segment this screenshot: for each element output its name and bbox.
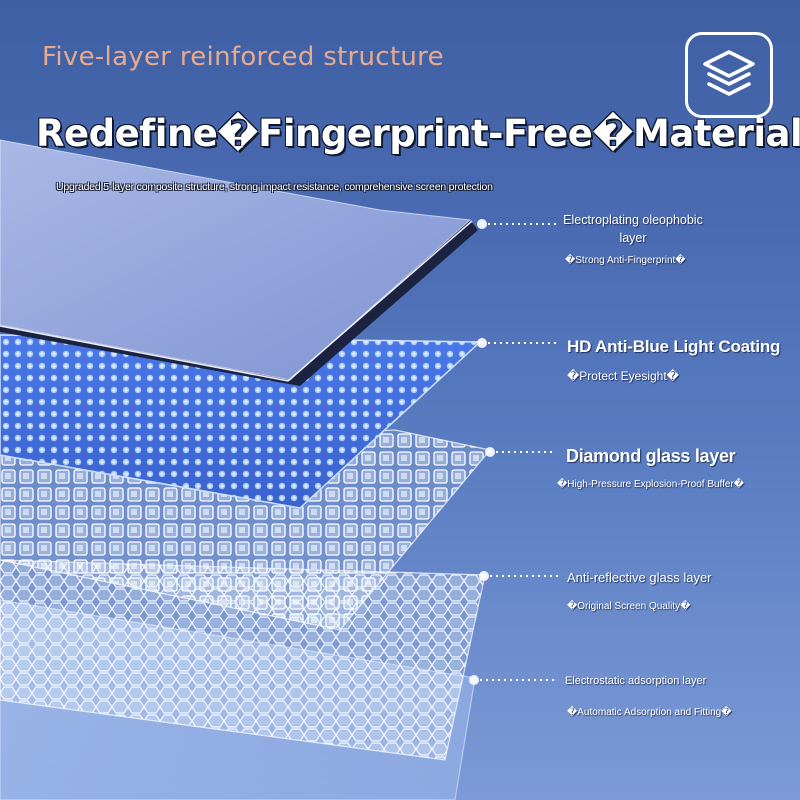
subheadline: Upgraded 5-layer composite structure, st… xyxy=(56,181,493,193)
stacked-layers-icon xyxy=(703,50,755,96)
layer-benefit: �Strong Anti-Fingerprint� xyxy=(565,255,686,266)
layer-label-anti-reflective: Anti-reflective glass layer �Original Sc… xyxy=(567,570,712,612)
leader-line-2 xyxy=(477,338,558,348)
layer-benefit: �Original Screen Quality� xyxy=(567,601,691,612)
leader-line-5 xyxy=(469,675,556,685)
layer-label-anti-blue-light: HD Anti-Blue Light Coating �Protect Eyes… xyxy=(567,337,780,383)
layers-badge xyxy=(685,32,773,118)
layer-label-diamond-glass: Diamond glass layer �High-Pressure Explo… xyxy=(557,446,744,490)
layer-benefit: �High-Pressure Explosion-Proof Buffer� xyxy=(557,479,745,490)
leader-line-1 xyxy=(477,219,558,229)
headline: Redefine�Fingerprint-Free�Material xyxy=(36,112,800,155)
layer-title: Anti-reflective glass layer xyxy=(567,570,712,585)
diamond-glass-sheet xyxy=(0,429,492,631)
leader-line-4 xyxy=(479,571,558,581)
layer-title: Electrostatic adsorption layer xyxy=(565,675,707,687)
tagline: Five-layer reinforced structure xyxy=(42,42,444,72)
layer-title: Diamond glass layer xyxy=(566,446,736,466)
layer-benefit: �Protect Eyesight� xyxy=(567,369,679,383)
oleophobic-top-glass xyxy=(0,139,478,386)
leader-line-3 xyxy=(485,447,556,457)
layer-benefit: �Automatic Adsorption and Fitting� xyxy=(567,707,732,718)
layer-label-oleophobic: Electroplating oleophobic layer �Strong … xyxy=(548,211,718,266)
layer-title: HD Anti-Blue Light Coating xyxy=(567,337,781,356)
layer-title: Electroplating oleophobic layer xyxy=(563,213,703,245)
layer-label-electrostatic: Electrostatic adsorption layer �Automati… xyxy=(565,675,731,718)
